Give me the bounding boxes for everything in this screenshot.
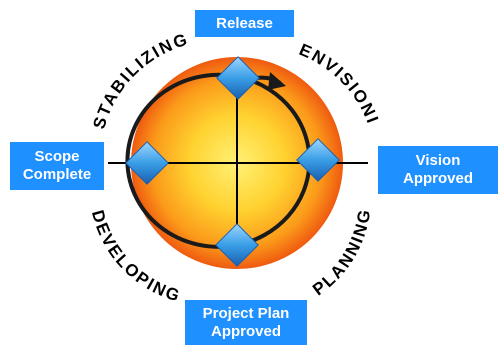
cycle-ring	[125, 72, 312, 249]
release-diamond	[216, 56, 260, 100]
vision-approved-line-1: Vision	[415, 152, 461, 169]
release-milestone-label: Release	[195, 10, 294, 37]
vision-approved-line-2: Approved	[402, 170, 473, 187]
release-text: Release	[216, 14, 273, 32]
cycle-arrowhead-icon	[268, 72, 286, 90]
scope-complete-line-1: Scope	[34, 148, 80, 165]
scope-complete-line-2: Complete	[22, 166, 92, 183]
project-plan-approved-diamond	[215, 223, 259, 267]
project-plan-approved-milestone-label: Project Plan Approved	[185, 300, 307, 345]
vision-approved-milestone-label: Vision Approved	[378, 146, 498, 194]
vision-approved-diamond	[296, 138, 340, 182]
project-plan-approved-line-2: Approved	[210, 322, 281, 340]
scope-complete-diamond	[125, 141, 169, 185]
project-plan-approved-line-1: Project Plan	[202, 304, 290, 322]
scope-complete-milestone-label: Scope Complete	[10, 142, 104, 190]
